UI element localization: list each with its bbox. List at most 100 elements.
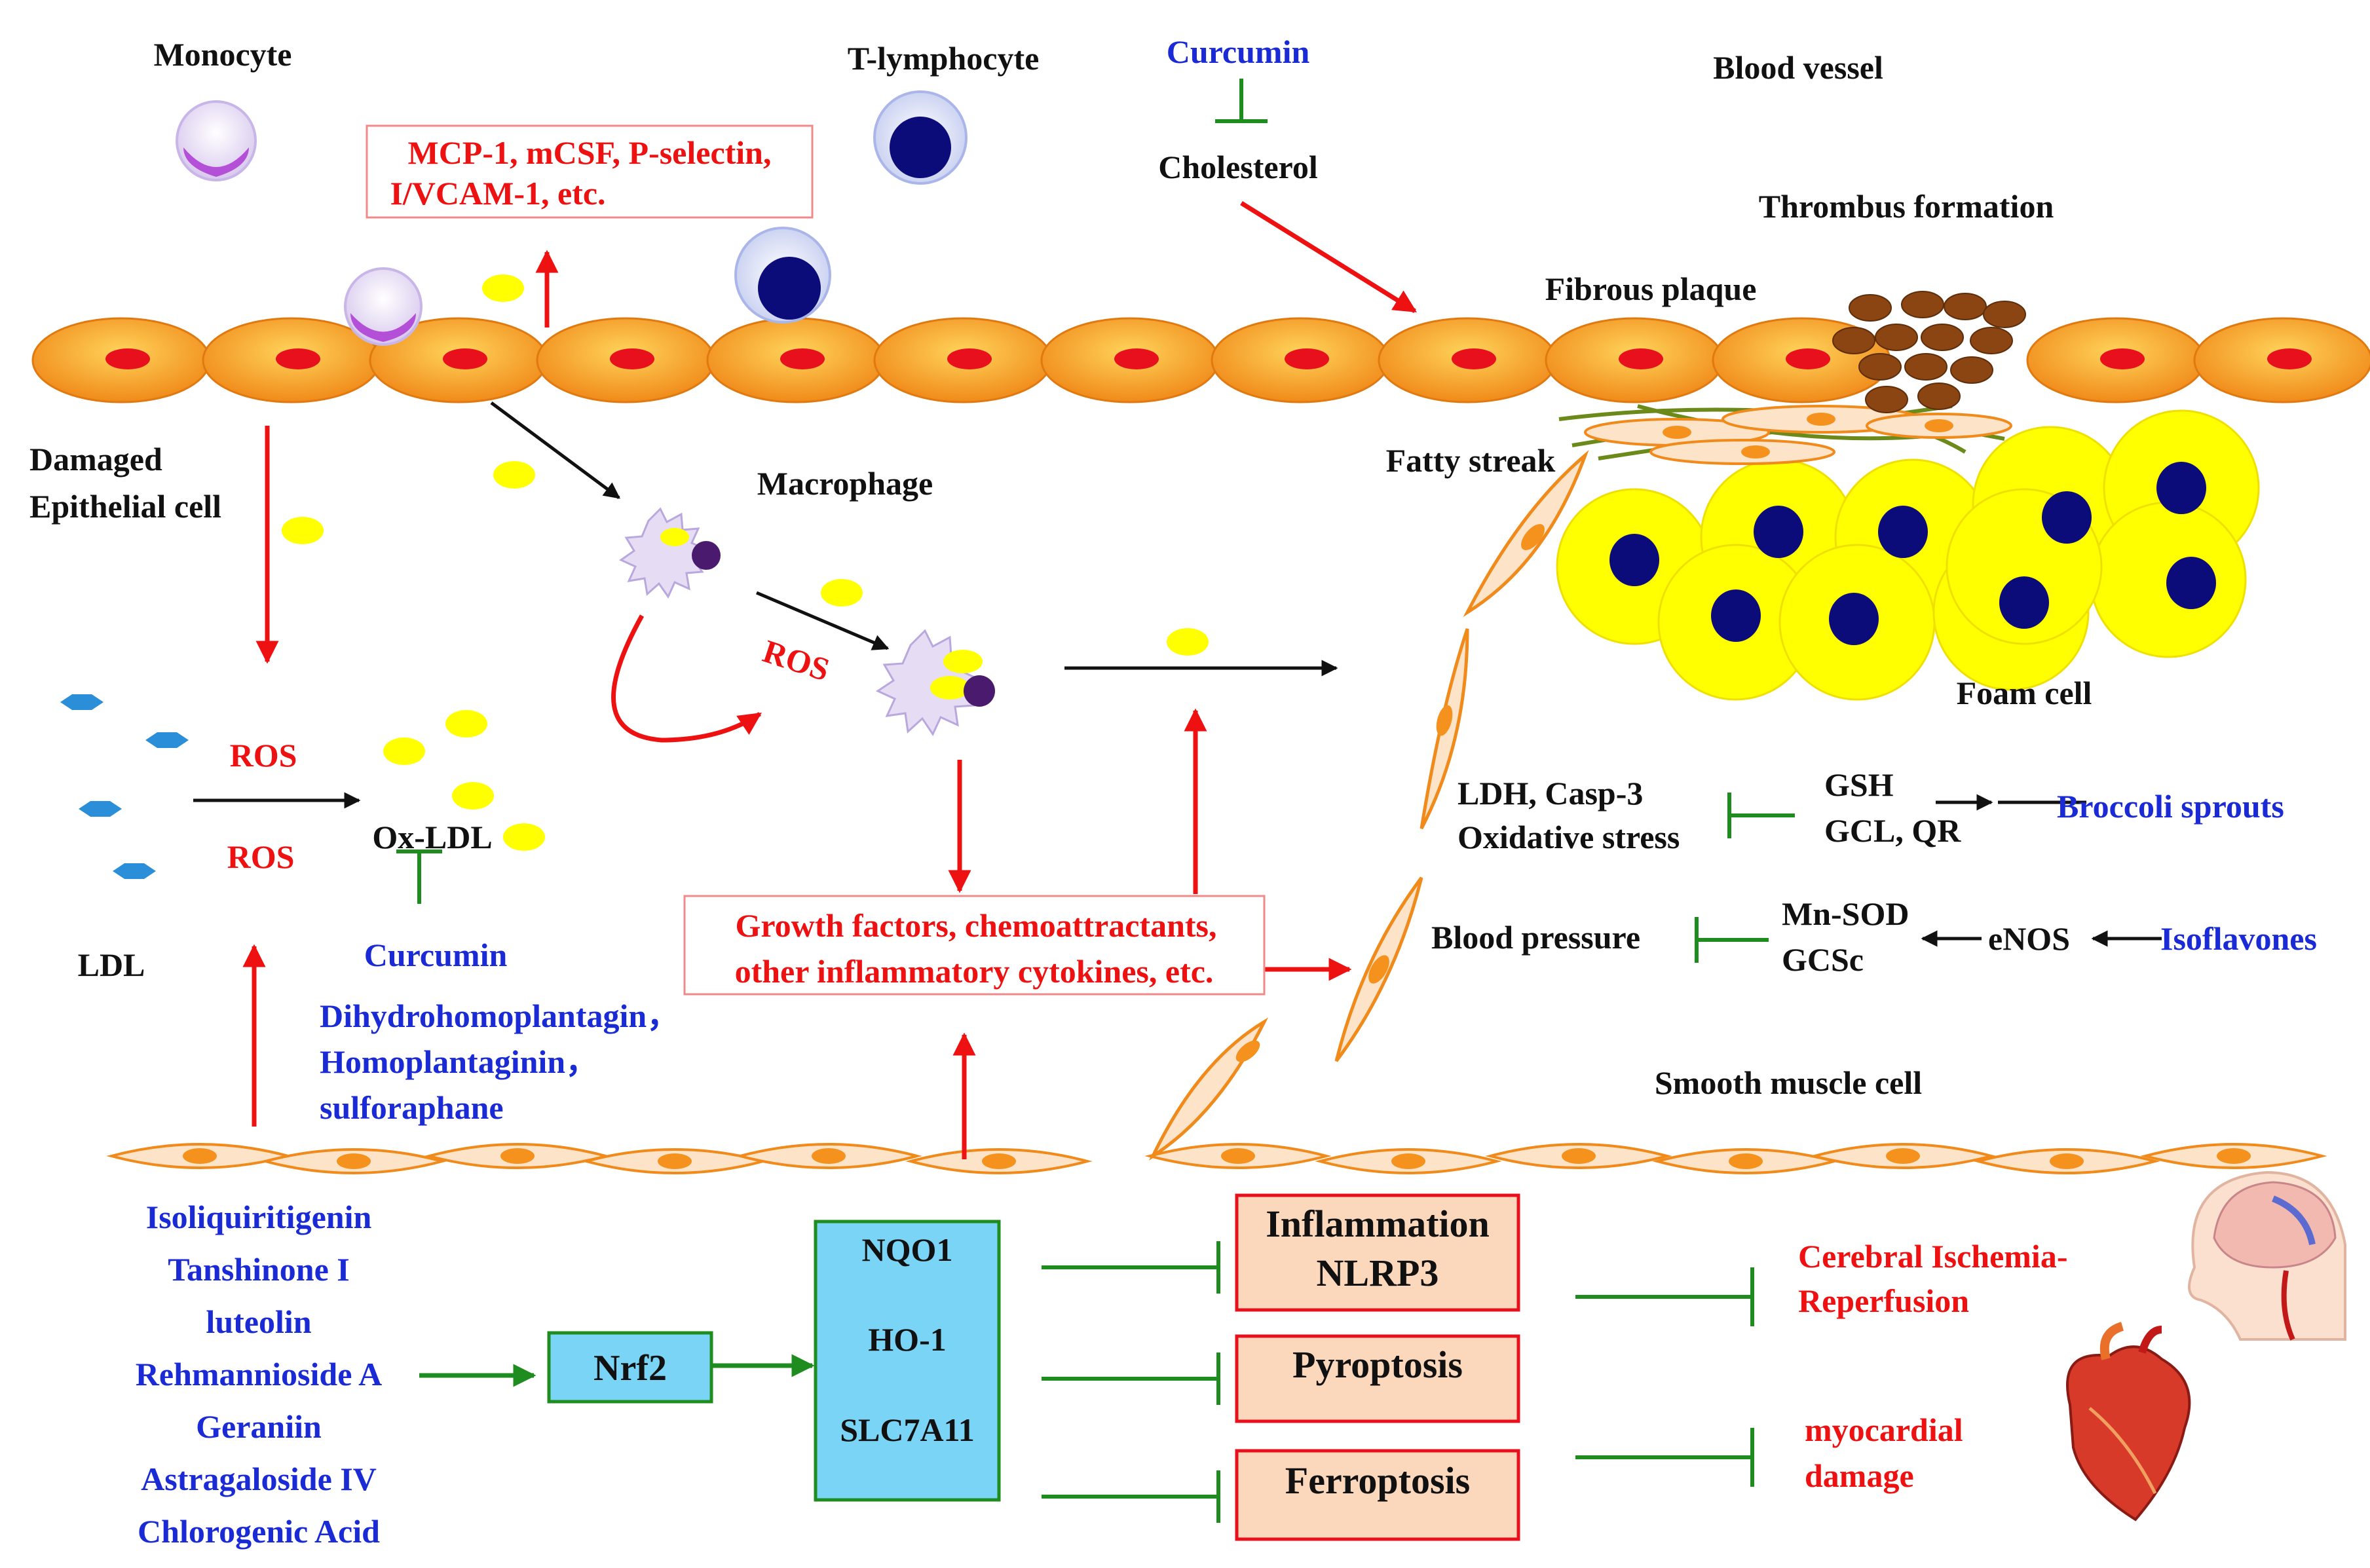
growth-factors-box — [683, 895, 1266, 996]
compound-left-item: Chlorogenic Acid — [138, 1513, 380, 1550]
nqo1-ho1-slc7a11-box — [814, 1220, 1001, 1502]
smooth-muscle-nucleus — [812, 1148, 846, 1164]
lipid-particles — [282, 274, 1209, 851]
compounds-mid-list: Dihydrohomoplantagin，Homoplantaginin，sul… — [320, 998, 679, 1126]
foam-cell-nucleus — [1999, 576, 2049, 629]
thrombus-platelet — [1832, 327, 1875, 354]
lipid-particle — [821, 579, 863, 607]
lipid-particle — [383, 737, 425, 765]
lipid-particle — [1167, 628, 1209, 656]
nrf2-label: Nrf2 — [593, 1348, 667, 1389]
ldh-casp3-label: LDH, Casp-3 — [1458, 775, 1643, 812]
reperfusion-label: Reperfusion — [1798, 1282, 1969, 1319]
lipid-particle — [282, 517, 324, 544]
ldl-label: LDL — [78, 946, 145, 983]
smooth-muscle-nucleus — [337, 1153, 371, 1169]
macrophage-cell — [618, 507, 721, 599]
thrombus-platelet — [1921, 324, 1964, 351]
compound-left-item: Geraniin — [196, 1408, 322, 1445]
ldl-particles — [60, 694, 189, 879]
gsh-label: GSH — [1824, 766, 1894, 803]
endothelial-nucleus — [443, 348, 487, 369]
fatty-streak-label: Fatty streak — [1386, 442, 1556, 479]
slc7a11-label: SLC7A11 — [840, 1411, 975, 1448]
inflammation-label: Inflammation — [1266, 1203, 1490, 1245]
t-lymphocyte-cell — [873, 90, 968, 185]
smooth-muscle-layer — [106, 1143, 2327, 1174]
growth-factors-line1: Growth factors, chemoattractants, — [736, 907, 1217, 944]
endothelial-layer — [31, 317, 2370, 403]
endothelial-nucleus — [1285, 348, 1329, 369]
brain-head-icon — [2188, 1170, 2346, 1341]
endothelial-nucleus — [2100, 348, 2145, 369]
damage-label: damage — [1805, 1457, 1914, 1494]
lipid-particle — [493, 461, 535, 489]
macrophage-activated — [875, 629, 995, 737]
smooth-muscle-nucleus — [2050, 1153, 2084, 1169]
monocyte-cell — [176, 100, 257, 181]
green-arrows — [419, 1354, 815, 1387]
foam-cell-nucleus — [1754, 506, 1803, 558]
smooth-muscle-nucleus — [1729, 1153, 1763, 1169]
lipid-particle — [452, 782, 494, 810]
endothelial-nucleus — [2267, 348, 2312, 369]
foam-cell-nucleus — [2042, 491, 2092, 544]
ho1-label: HO-1 — [868, 1321, 946, 1358]
black-arrows — [193, 401, 2162, 947]
thrombus-platelet — [1950, 356, 1993, 384]
foam-cell-nucleus — [1878, 506, 1928, 558]
adhesion-molecules-box — [366, 124, 814, 219]
foam-cell-nucleus — [2156, 462, 2206, 514]
fibrous-plaque-label: Fibrous plaque — [1545, 271, 1757, 307]
blood-vessel-label: Blood vessel — [1713, 49, 1883, 86]
compound-left-item: Isoliquiritigenin — [146, 1199, 372, 1235]
smooth-muscle-nucleus — [1391, 1153, 1425, 1169]
gcl-qr-label: GCL, QR — [1824, 812, 1961, 849]
endothelial-nucleus — [105, 348, 150, 369]
foam-cell-nucleus — [1829, 593, 1879, 645]
myocardial-label: myocardial — [1805, 1411, 1963, 1448]
thrombus-platelet — [1865, 386, 1908, 413]
macrophage-label: Macrophage — [757, 465, 933, 502]
smooth-muscle-nucleus — [500, 1148, 535, 1164]
smooth-muscle-nucleus — [1221, 1148, 1255, 1164]
monocyte-adhering — [344, 267, 423, 346]
ros-lower-label: ROS — [227, 838, 295, 875]
compound-left-item: Astragaloside IV — [141, 1461, 377, 1497]
curcumin-mid-label: Curcumin — [364, 937, 508, 973]
thrombus-platelet — [1983, 301, 2026, 328]
isoflavones-label: Isoflavones — [2160, 920, 2317, 957]
damaged-label: Damaged — [29, 441, 162, 477]
endothelial-nucleus — [610, 348, 654, 369]
endothelial-nucleus — [947, 348, 992, 369]
thrombus-platelet — [1875, 324, 1918, 351]
thrombus-platelet — [1901, 291, 1944, 318]
thrombus-platelet — [1970, 327, 2013, 354]
foam-cell-nucleus — [1711, 589, 1761, 642]
plaque-cells — [1584, 405, 2012, 465]
compound-left-item: Rehmannioside A — [136, 1356, 382, 1392]
adhesion-molecules-line2: I/VCAM-1, etc. — [390, 175, 605, 212]
compound-mid-item: sulforaphane — [320, 1089, 504, 1126]
gcsc-label: GCSc — [1782, 941, 1864, 978]
endothelial-nucleus — [276, 348, 320, 369]
blood-pressure-label: Blood pressure — [1431, 919, 1640, 956]
pyroptosis-label: Pyroptosis — [1292, 1343, 1463, 1386]
nlrp3-label: NLRP3 — [1317, 1252, 1439, 1294]
ferroptosis-label: Ferroptosis — [1285, 1459, 1470, 1502]
thrombus-platelet — [1917, 383, 1961, 410]
lipid-particle — [445, 710, 487, 737]
ferroptosis-box — [1235, 1449, 1520, 1541]
curcumin-top-label: Curcumin — [1167, 33, 1310, 70]
foam-cell-label: Foam cell — [1957, 675, 2092, 711]
foam-cell-cluster — [1556, 409, 2260, 701]
nrf2-box — [547, 1331, 713, 1404]
cerebral-ischemia-label: Cerebral Ischemia- — [1798, 1238, 2067, 1275]
inhibition-bars — [396, 79, 1795, 1523]
foam-cell-nucleus — [1609, 534, 1659, 586]
thrombus-platelet — [1858, 353, 1902, 381]
inflammation-box — [1235, 1193, 1520, 1312]
endothelial-nucleus — [780, 348, 825, 369]
ros-upper-label: ROS — [230, 737, 297, 774]
